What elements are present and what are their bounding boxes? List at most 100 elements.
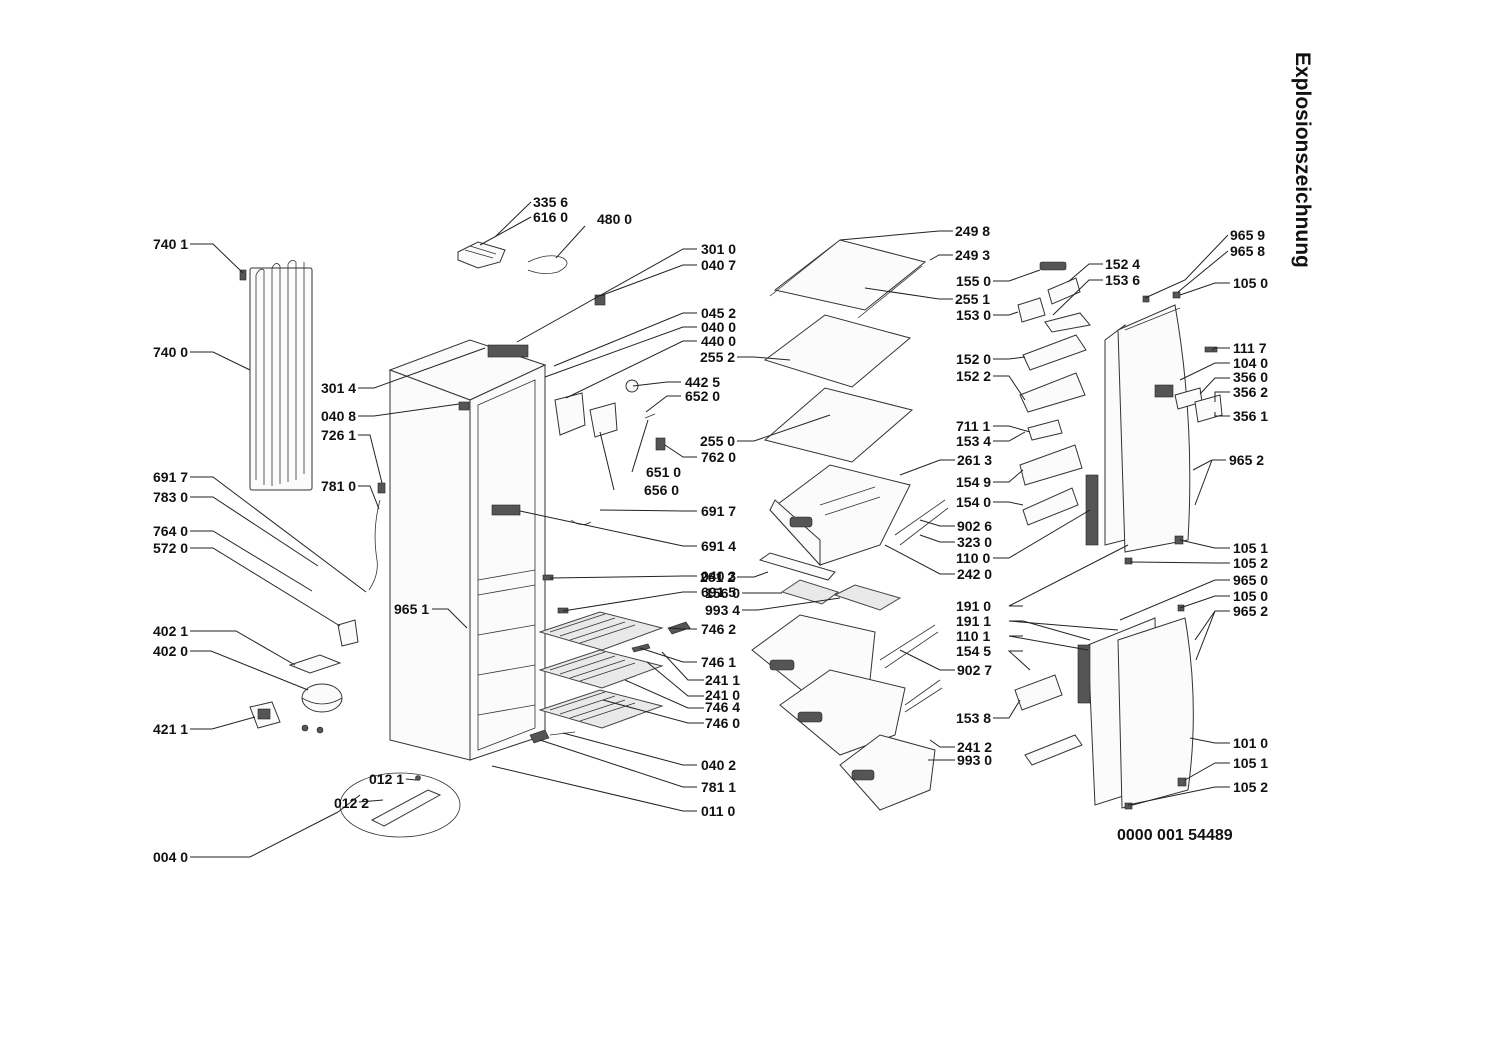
callout-965-9: 965 9 [1230,227,1265,243]
callout-356-1: 356 1 [1233,408,1268,424]
callout-040-3: 040 3 [701,568,736,584]
callout-746-2: 746 2 [701,621,736,637]
callout-249-3: 249 3 [955,247,990,263]
callout-152-2: 152 2 [956,368,991,384]
callout-711-1: 711 1 [956,418,990,434]
callout-781-0: 781 0 [321,478,356,494]
callout-691-7-centre: 691 7 [701,503,736,519]
callout-241-2: 241 2 [957,739,992,755]
callout-402-0: 402 0 [153,643,188,659]
callout-191-1: 191 1 [956,613,991,629]
tray-993-4 [833,584,902,611]
callout-691-5: 691 5 [701,584,736,600]
bracket-572 [337,619,359,647]
callout-105-0-top: 105 0 [1233,275,1268,291]
callout-241-1: 241 1 [705,672,740,688]
callout-004-0: 004 0 [153,849,188,865]
callout-740-1: 740 1 [153,236,188,252]
callout-255-1: 255 1 [955,291,990,307]
callout-105-1-top: 105 1 [1233,540,1268,556]
lower-door [1077,617,1194,809]
callout-301-0: 301 0 [701,241,736,257]
callout-156-0: 156 0 [705,585,740,601]
callout-153-6: 153 6 [1105,272,1140,288]
callout-152-4: 152 4 [1105,256,1140,272]
callout-110-1: 110 1 [956,628,990,644]
callout-402-1: 402 1 [153,623,188,639]
callout-781-1: 781 1 [701,779,736,795]
cable-480 [527,255,568,274]
callout-965-2-bottom: 965 2 [1233,603,1268,619]
callout-153-8: 153 8 [956,710,991,726]
air-duct [554,392,618,438]
callout-993-4: 993 4 [705,602,740,618]
callout-255-2: 255 2 [700,349,735,365]
callout-746-1: 746 1 [701,654,736,670]
callout-356-2: 356 2 [1233,384,1268,400]
callout-191-0: 191 0 [956,598,991,614]
callout-105-2-bottom: 105 2 [1233,779,1268,795]
callout-691-4: 691 4 [701,538,736,554]
callout-746-0: 746 0 [705,715,740,731]
callout-152-0: 152 0 [956,351,991,367]
callout-155-0: 155 0 [956,273,991,289]
crisper-drawer [769,464,911,567]
callout-153-0: 153 0 [956,307,991,323]
callout-153-4: 153 4 [956,433,991,449]
callout-040-0: 040 0 [701,319,736,335]
condenser-coil [239,260,313,491]
drain-tube [368,499,381,591]
document-number: 0000 001 54489 [1117,827,1233,844]
callout-651-0: 651 0 [646,464,681,480]
callout-105-2-top: 105 2 [1233,555,1268,571]
callout-652-0: 652 0 [685,388,720,404]
upper-door [1085,304,1191,553]
callout-011-0: 011 0 [701,803,735,819]
callout-783-0: 783 0 [153,489,188,505]
callout-012-1: 012 1 [369,771,404,787]
callout-965-1: 965 1 [394,601,429,617]
callout-045-2: 045 2 [701,305,736,321]
callout-993-0: 993 0 [957,752,992,768]
cabinet-body [388,339,547,761]
callout-335-6: 335 6 [533,194,568,210]
callout-740-0: 740 0 [153,344,188,360]
callout-656-0: 656 0 [644,482,679,498]
door-bins [1014,261,1091,766]
front-strip-261 [758,552,836,581]
leader-lines [190,201,1230,858]
freezer-drawers [751,614,943,811]
callout-101-0: 101 0 [1233,735,1268,751]
callout-762-0: 762 0 [701,449,736,465]
callout-012-2: 012 2 [334,795,369,811]
callout-480-0: 480 0 [597,211,632,227]
callout-105-1-bottom: 105 1 [1233,755,1268,771]
tray-156 [780,579,840,605]
callout-040-8: 040 8 [321,408,356,424]
callout-572-0: 572 0 [153,540,188,556]
callout-110-0: 110 0 [956,550,990,566]
callout-746-4: 746 4 [705,699,740,715]
callout-902-7: 902 7 [957,662,992,678]
callout-104-0: 104 0 [1233,355,1268,371]
callout-111-7: 111 7 [1233,340,1267,356]
callout-154-0: 154 0 [956,494,991,510]
callout-154-5: 154 5 [956,643,991,659]
callout-242-0: 242 0 [957,566,992,582]
callout-726-1: 726 1 [321,427,356,443]
callout-440-0: 440 0 [701,333,736,349]
callout-902-6: 902 6 [957,518,992,534]
callout-255-0: 255 0 [700,433,735,449]
rail-902-6 [894,499,949,546]
callout-691-7-left: 691 7 [153,469,188,485]
callout-105-0-bottom: 105 0 [1233,588,1268,604]
callout-764-0: 764 0 [153,523,188,539]
drawing-title: Explosionszeichnung [1291,52,1314,268]
callout-965-2-top: 965 2 [1229,452,1264,468]
foot-detail [339,772,461,838]
callout-249-8: 249 8 [955,223,990,239]
glass-shelves [763,239,927,463]
callout-261-2: 261 2 [700,569,735,585]
wire-shelves [538,611,691,729]
